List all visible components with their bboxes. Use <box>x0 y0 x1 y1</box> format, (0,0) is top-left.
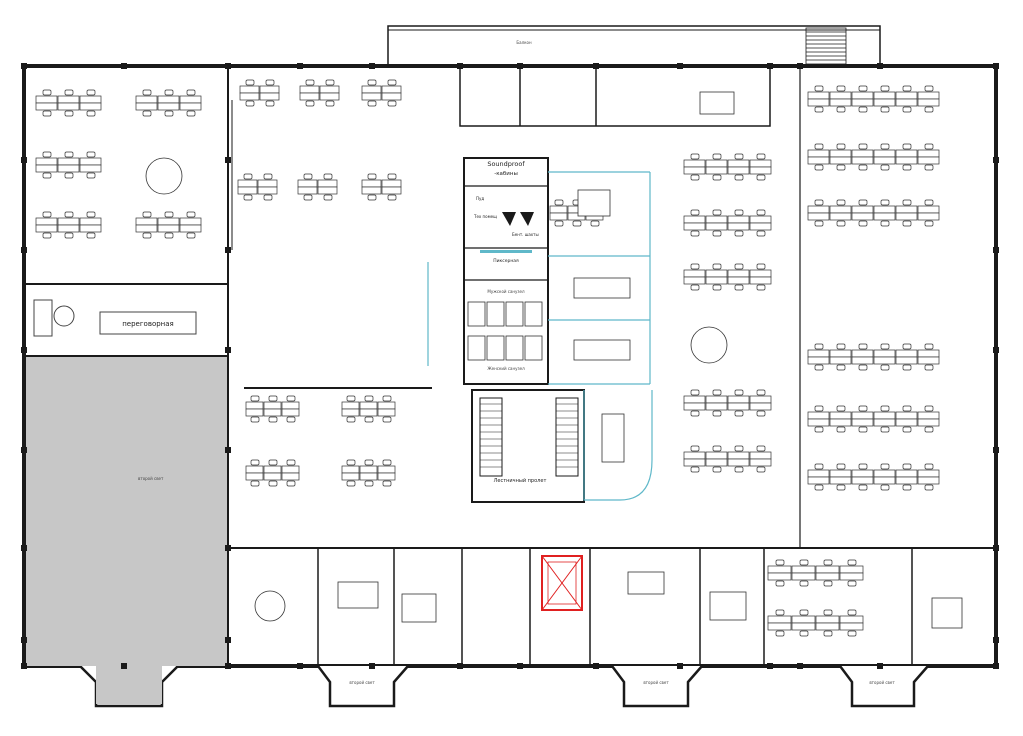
column <box>21 663 27 669</box>
column <box>993 63 999 69</box>
desk-cluster <box>807 143 940 171</box>
stair-flight-label: Лестничный пролет <box>494 477 547 484</box>
cabins-label: -кабины <box>494 171 518 177</box>
column <box>297 663 303 669</box>
column <box>21 157 27 163</box>
desk-cluster <box>297 173 338 201</box>
desk-cluster <box>35 211 102 239</box>
desk-cluster <box>683 389 772 417</box>
glass-partitions <box>427 171 653 501</box>
desk-cluster <box>767 559 864 587</box>
top-stair <box>805 27 847 65</box>
column <box>517 63 523 69</box>
desk-cluster <box>807 405 940 433</box>
columns <box>21 63 999 669</box>
column <box>993 545 999 551</box>
column <box>517 663 523 669</box>
column <box>369 663 375 669</box>
tech-room-label: Тех помещ <box>473 214 497 219</box>
column <box>21 247 27 253</box>
desk-cluster <box>767 609 864 637</box>
desk-cluster <box>35 151 102 179</box>
workstations <box>35 79 940 637</box>
column <box>993 663 999 669</box>
column <box>677 663 683 669</box>
column <box>225 247 231 253</box>
desk-cluster <box>807 199 940 227</box>
column <box>21 63 27 69</box>
bay-label-3: второй свет <box>869 680 895 685</box>
mens-wc-label: Мужской санузел <box>487 289 525 294</box>
void-label: второй свет <box>138 476 164 481</box>
desk-cluster <box>299 79 340 107</box>
column <box>369 63 375 69</box>
desk-cluster <box>135 89 202 117</box>
column <box>593 63 599 69</box>
column <box>121 663 127 669</box>
column <box>225 545 231 551</box>
elevator <box>541 555 583 611</box>
bent-label: Бент. шахты <box>512 232 539 237</box>
desk-cluster <box>237 173 278 201</box>
column <box>797 663 803 669</box>
column <box>993 447 999 453</box>
column <box>993 247 999 253</box>
column <box>877 663 883 669</box>
column <box>21 447 27 453</box>
desk-cluster <box>683 445 772 473</box>
desk-cluster <box>239 79 280 107</box>
desk-cluster <box>341 395 396 423</box>
column <box>877 63 883 69</box>
desk-cluster <box>807 343 940 371</box>
lounge-furniture <box>145 91 963 629</box>
column <box>993 637 999 643</box>
column <box>21 637 27 643</box>
column <box>797 63 803 69</box>
womens-wc-label: Женский санузел <box>487 366 525 371</box>
staircase: Лестничный пролет <box>479 397 579 484</box>
desk-cluster <box>683 263 772 291</box>
desk-cluster <box>135 211 202 239</box>
column <box>593 663 599 669</box>
desk-cluster <box>245 395 300 423</box>
column <box>121 63 127 69</box>
desk-cluster <box>361 79 402 107</box>
mop-label: Пуд <box>476 196 484 201</box>
column <box>457 63 463 69</box>
print-room-label: Пиксерная <box>493 258 519 264</box>
second-light-void: второй свет <box>26 356 228 704</box>
column <box>21 347 27 353</box>
bay-label-1: второй свет <box>349 680 375 685</box>
desk-cluster <box>341 459 396 487</box>
core-rooms: Soundproof -кабины Пуд Тех помещ Бент. ш… <box>464 160 548 371</box>
column <box>767 63 773 69</box>
column <box>225 63 231 69</box>
interior-walls <box>24 66 996 666</box>
column <box>225 447 231 453</box>
balcony-label: Балкон <box>516 40 532 45</box>
meeting-room-label: переговорная <box>122 320 174 328</box>
column <box>225 157 231 163</box>
desk-cluster <box>35 89 102 117</box>
column <box>225 663 231 669</box>
column <box>225 637 231 643</box>
desk-cluster <box>683 153 772 181</box>
meeting-room: переговорная <box>33 299 197 337</box>
desk-cluster <box>245 459 300 487</box>
column <box>993 157 999 163</box>
column <box>767 663 773 669</box>
column <box>297 63 303 69</box>
soundproof-label: Soundproof <box>487 160 525 168</box>
column <box>993 347 999 353</box>
bay-label-2: второй свет <box>643 680 669 685</box>
desk-cluster <box>361 173 402 201</box>
desk-cluster <box>807 85 940 113</box>
column <box>21 545 27 551</box>
desk-cluster <box>683 209 772 237</box>
column <box>677 63 683 69</box>
column <box>457 663 463 669</box>
desk-cluster <box>807 463 940 491</box>
column <box>225 347 231 353</box>
